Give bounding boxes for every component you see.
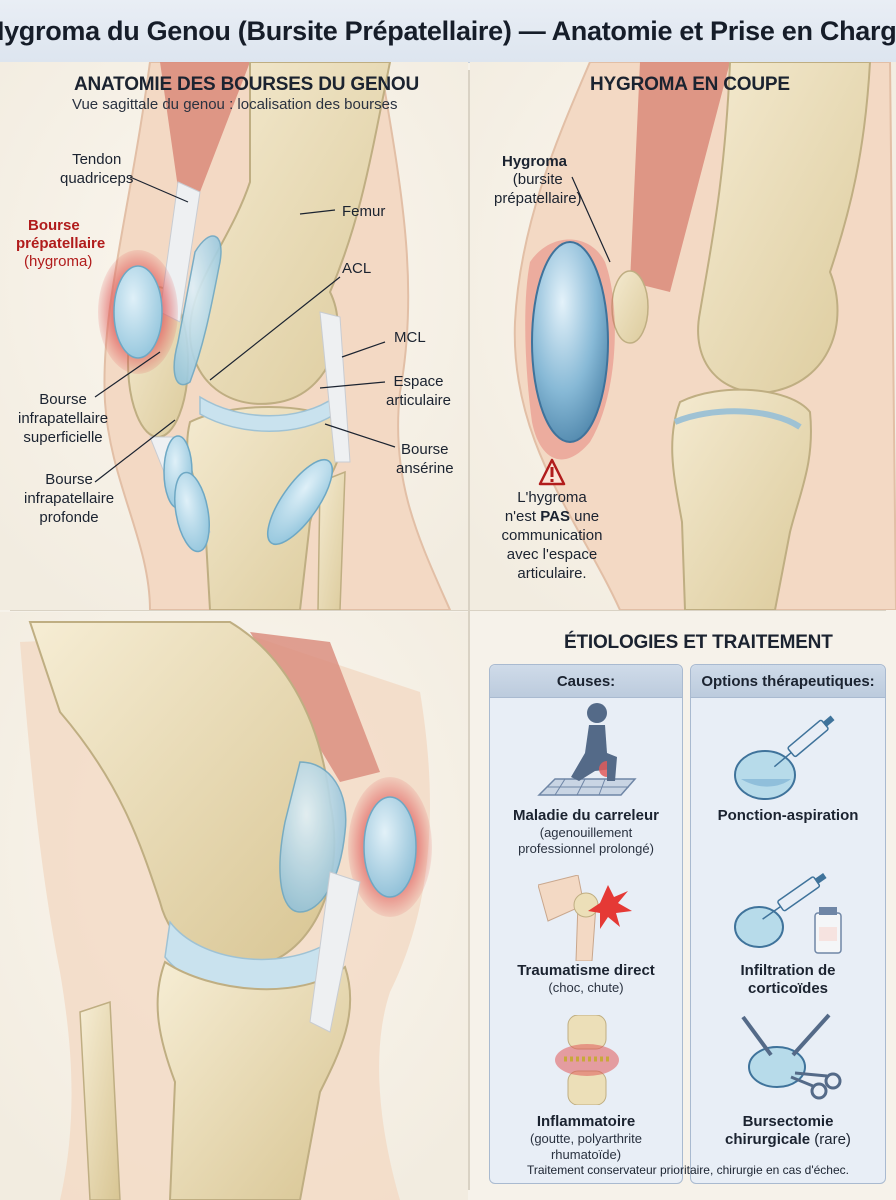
cause-item-1: Maladie du carreleur (agenouillement pro… (490, 807, 682, 857)
knee-sagittal-illustration (0, 62, 468, 610)
surgical-instruments-icon (741, 1013, 842, 1100)
options-column: Options thérapeutiques: Ponction-aspirat… (690, 664, 886, 1184)
label-bourse-prep-1: Bourse (28, 217, 80, 234)
option-item-1: Ponction-aspiration (691, 807, 885, 825)
label-infrapatellaire-superficielle: Bourse infrapatellaire superficielle (18, 391, 109, 446)
label-tendon-quadriceps: Tendon quadriceps (60, 151, 134, 187)
anatomy-subtitle: Vue sagittale du genou : localisation de… (72, 96, 398, 113)
label-hygroma: (hygroma) (24, 253, 93, 270)
option-3-title: Bursectomie chirurgicale (rare) (691, 1113, 885, 1149)
option-item-3: Bursectomie chirurgicale (rare) (691, 1113, 885, 1149)
horizontal-divider (10, 609, 886, 611)
label-anserine: Bourse ansérine (396, 441, 454, 477)
label-bursite-prepatellaire: (bursite prépatellaire) (494, 171, 582, 207)
cause-3-sub: (goutte, polyarthrite rhumatoïde) (529, 1131, 642, 1162)
cause-1-title: Maladie du carreleur (513, 807, 659, 824)
knee-3d-illustration (0, 612, 468, 1200)
option-1-title: Ponction-aspiration (717, 807, 859, 824)
option-item-2: Infiltration de corticoïdes (691, 962, 885, 998)
knee-impact-icon (538, 875, 632, 961)
label-infrapatellaire-profonde: Bourse infrapatellaire profonde (24, 471, 115, 526)
inflamed-joint-icon (555, 1015, 619, 1105)
kneeling-worker-icon (537, 703, 637, 796)
warning-text-bold: PAS (540, 508, 570, 525)
hygroma-section-panel: HYGROMA EN COUPE Hygroma (bursite prépat… (470, 62, 896, 610)
knee-3d-panel (0, 612, 468, 1200)
cause-2-title: Traumatisme direct (517, 962, 655, 979)
vertical-divider (468, 70, 470, 1190)
causes-column: Causes: Maladie du carreleur (agenouille… (489, 664, 683, 1184)
cause-1-sub: (agenouillement professionnel prolongé) (518, 825, 654, 856)
warning-icon (538, 458, 566, 486)
warning-text-part1: L'hygroma n'est (504, 489, 587, 525)
warning-text-part2: une communication avec l'espace articula… (501, 508, 603, 582)
cause-2-sub: (choc, chute) (548, 980, 624, 995)
label-espace-articulaire: Espace articulaire (386, 373, 452, 409)
cause-item-2: Traumatisme direct (choc, chute) (490, 962, 682, 996)
hygroma-cross-section-illustration (470, 62, 896, 610)
etiologies-title: ÉTIOLOGIES ET TRAITEMENT (564, 632, 833, 653)
anatomy-title: ANATOMIE DES BOURSES DU GENOU (74, 74, 420, 95)
anatomy-panel: ANATOMIE DES BOURSES DU GENOU Vue sagitt… (0, 62, 468, 610)
option-3-title-main: Bursectomie chirurgicale (725, 1113, 834, 1148)
label-hygroma-bold: Hygroma (502, 153, 568, 170)
label-mcl: MCL (394, 329, 426, 346)
label-femur: Femur (342, 203, 386, 220)
syringe-aspiration-icon (734, 715, 835, 800)
cause-item-3: Inflammatoire (goutte, polyarthrite rhum… (490, 1113, 682, 1163)
footnote: Traitement conservateur prioritaire, chi… (527, 1163, 849, 1177)
title-bar: Hygroma du Genou (Bursite Prépatellaire)… (0, 0, 896, 63)
causes-header: Causes: (490, 665, 682, 698)
options-header: Options thérapeutiques: (691, 665, 885, 698)
warning-text: L'hygroma n'est PAS une communication av… (482, 488, 622, 583)
hygroma-section-title: HYGROMA EN COUPE (590, 74, 790, 95)
page-title: Hygroma du Genou (Bursite Prépatellaire)… (0, 15, 896, 46)
cause-3-title: Inflammatoire (536, 1113, 636, 1130)
corticoid-injection-icon (734, 873, 842, 954)
label-acl: ACL (342, 260, 372, 277)
option-3-suffix: (rare) (810, 1131, 851, 1148)
label-bourse-prep-2: prépatellaire (16, 235, 106, 252)
option-2-title: Infiltration de corticoïdes (740, 962, 836, 997)
